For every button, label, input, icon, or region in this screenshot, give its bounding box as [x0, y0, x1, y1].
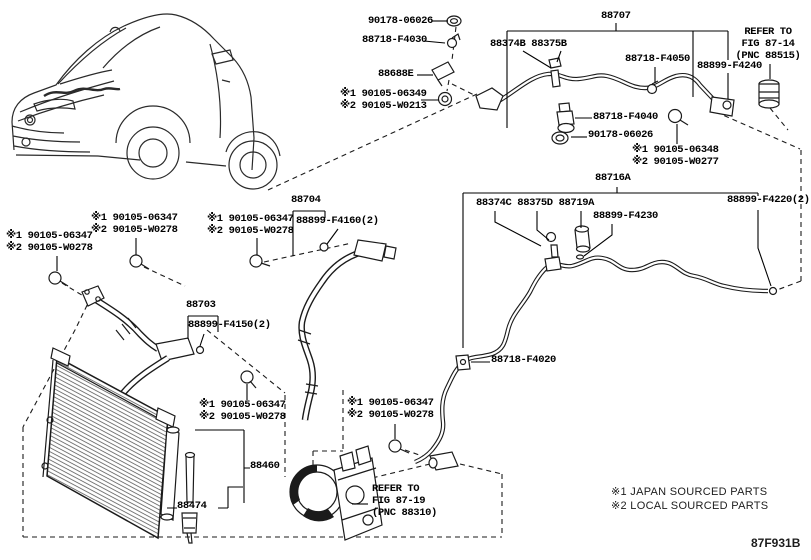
- label-88688e: 88688E: [378, 68, 414, 80]
- label-90105-w0278-a: ※2 90105-W0278: [6, 242, 93, 254]
- label-88718-f4030: 88718-F4030: [362, 34, 427, 46]
- label-88899-f4220: 88899-F4220(2): [727, 194, 810, 206]
- label-88718-f4040: 88718-F4040: [593, 111, 658, 123]
- leader-lines: [56, 20, 772, 509]
- label-88899-f4150: 88899-F4150(2): [188, 319, 271, 331]
- fasteners-top-left: [431, 15, 462, 107]
- figure-code: 87F931B: [751, 536, 801, 550]
- label-90105-w0213: ※2 90105-W0213: [340, 100, 427, 112]
- label-88474: 88474: [177, 500, 207, 512]
- label-90105-w0278-d: ※2 90105-W0278: [199, 411, 286, 423]
- label-88703: 88703: [186, 299, 216, 311]
- label-88460: 88460: [250, 460, 280, 472]
- label-88899-f4230: 88899-F4230: [593, 210, 658, 222]
- label-90105-06348: ※1 90105-06348: [632, 144, 719, 156]
- compressor-sketch: [289, 445, 383, 541]
- label-refer-fig-87-14: REFER TO FIG 87-14 (PNC 88515): [735, 26, 801, 62]
- condenser-88460: [41, 347, 198, 544]
- label-90105-06347-c: ※1 90105-06347: [207, 213, 294, 225]
- label-refer-fig-87-19: REFER TO FIG 87-19 (PNC 88310): [372, 483, 437, 519]
- car-sketch: [11, 13, 281, 190]
- label-88718-f4050: 88718-F4050: [625, 53, 690, 65]
- label-90105-06347-b: ※1 90105-06347: [91, 212, 178, 224]
- liquid-tube-88716a: [388, 225, 778, 471]
- label-90178-06026-mid: 90178-06026: [588, 129, 653, 141]
- legend-local-sourced: ※2 LOCAL SOURCED PARTS: [611, 500, 769, 512]
- label-90105-06347-a: ※1 90105-06347: [6, 230, 93, 242]
- label-90105-06349: ※1 90105-06349: [340, 88, 427, 100]
- label-90105-w0278-e: ※2 90105-W0278: [347, 409, 434, 421]
- label-88374b-88375b: 88374B 88375B: [490, 38, 567, 50]
- label-90105-w0278-c: ※2 90105-W0278: [207, 225, 294, 237]
- label-88899-f4160: 88899-F4160(2): [296, 215, 379, 227]
- label-90105-06347-e: ※1 90105-06347: [347, 397, 434, 409]
- label-88718-f4020: 88718-F4020: [491, 354, 556, 366]
- suction-pipe-88707: [475, 71, 735, 117]
- legend-japan-sourced: ※1 JAPAN SOURCED PARTS: [611, 486, 768, 498]
- label-88707: 88707: [601, 10, 631, 22]
- label-88716a: 88716A: [595, 172, 631, 184]
- label-90105-06347-d: ※1 90105-06347: [199, 399, 286, 411]
- label-88374c-88375d-88719a: 88374C 88375D 88719A: [476, 197, 595, 209]
- discharge-hose-88704: [297, 239, 397, 421]
- label-88704: 88704: [291, 194, 321, 206]
- receiver-88515: [758, 79, 780, 109]
- label-88899-f4240: 88899-F4240: [697, 60, 762, 72]
- dashed-locators: [22, 26, 802, 538]
- label-90105-w0277: ※2 90105-W0277: [632, 156, 719, 168]
- label-90105-w0278-b: ※2 90105-W0278: [91, 224, 178, 236]
- star-bolts: [48, 254, 271, 389]
- label-90178-06026-top: 90178-06026: [368, 15, 433, 27]
- suction-pipe-fittings: [548, 57, 689, 145]
